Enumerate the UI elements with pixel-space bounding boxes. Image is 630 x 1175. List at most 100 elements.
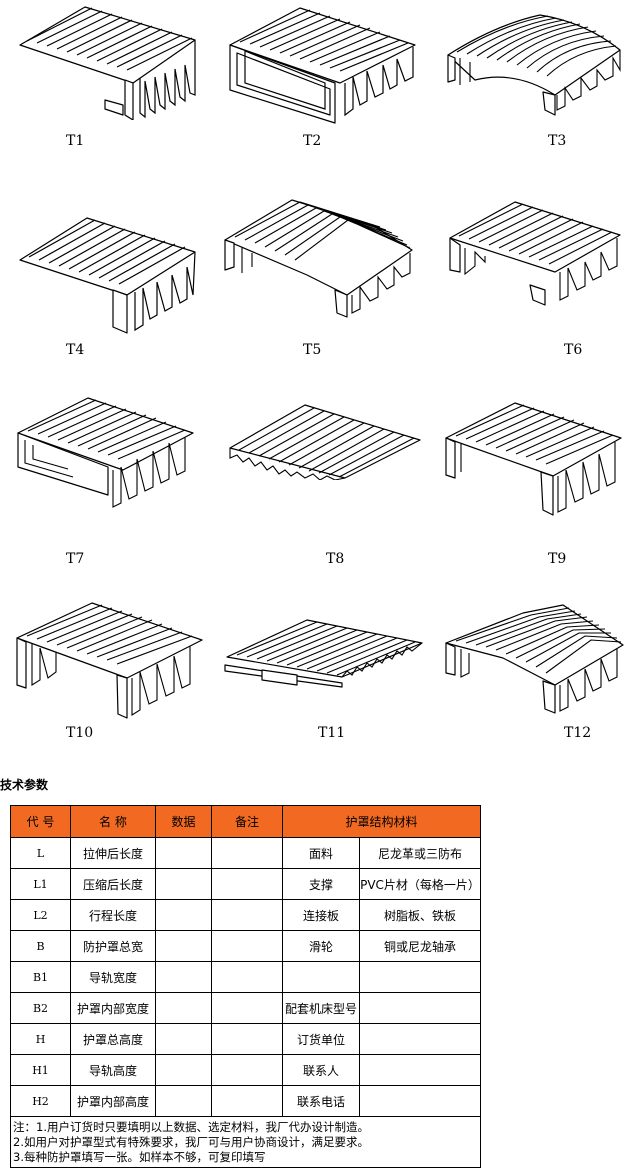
figure-label-t2: T2 — [303, 133, 322, 149]
figure-label-t11: T11 — [318, 725, 346, 741]
row-material-label: 支撑 — [282, 868, 360, 900]
figure-label-t6: T6 — [564, 342, 583, 358]
figure-t12 — [443, 603, 626, 715]
note-line-1: 注：1.用户订货时只要填明以上数据、选定材料，我厂代办设计制造。 — [13, 1120, 369, 1134]
figure-label-t12: T12 — [564, 725, 592, 741]
row-data[interactable] — [155, 899, 212, 931]
row-code: L1 — [10, 868, 71, 900]
row-name: 护罩内部高度 — [70, 1085, 156, 1117]
spec-table: 代 号 名 称 数据 备注 护罩结构材料 L 拉伸后长度 面料 尼龙革或三防布 … — [9, 805, 482, 1168]
row-material-label: 配套机床型号 — [282, 992, 360, 1024]
bellows-cover-t2-drawing — [229, 7, 416, 124]
row-note[interactable] — [211, 930, 283, 962]
row-code: H2 — [10, 1085, 71, 1117]
figure-label-t1: T1 — [66, 133, 85, 149]
table-header-row: 代 号 名 称 数据 备注 护罩结构材料 — [10, 805, 482, 838]
row-code: L — [10, 837, 71, 869]
row-data[interactable] — [155, 961, 212, 993]
row-material-value: 树脂板、铁板 — [358, 899, 482, 931]
row-data[interactable] — [155, 1085, 212, 1117]
row-material-value[interactable] — [358, 1054, 482, 1086]
figure-t5 — [222, 195, 420, 320]
row-data[interactable] — [155, 992, 212, 1024]
header-name: 名 称 — [70, 805, 156, 838]
row-material-value[interactable] — [358, 992, 482, 1024]
row-material-value: 尼龙革或三防布 — [358, 837, 482, 869]
row-material-value[interactable] — [358, 1085, 482, 1117]
table-row: L2 行程长度 连接板 树脂板、铁板 — [10, 899, 482, 931]
bellows-cover-t6-drawing — [449, 201, 621, 306]
bellows-cover-t12-drawing — [445, 604, 624, 714]
figure-t8 — [225, 400, 425, 480]
row-code: H1 — [10, 1054, 71, 1086]
figure-label-t3: T3 — [548, 133, 567, 149]
row-note[interactable] — [211, 1023, 283, 1055]
table-row: H2 护罩内部高度 联系电话 — [10, 1085, 482, 1117]
row-material-label: 连接板 — [282, 899, 360, 931]
figure-t3 — [445, 10, 625, 120]
row-code: L2 — [10, 899, 71, 931]
note-line-2: 2.如用户对护罩型式有特殊要求，我厂可与用户协商设计，满足要求。 — [13, 1135, 369, 1149]
figure-t1 — [15, 5, 200, 120]
figure-t10 — [12, 600, 207, 720]
row-note[interactable] — [211, 992, 283, 1024]
bellows-cover-t9-drawing — [445, 402, 622, 516]
figure-t2 — [225, 5, 420, 125]
row-material-value: PVC片材（每格一片） — [358, 868, 482, 900]
figure-t11 — [222, 615, 427, 695]
row-data[interactable] — [155, 868, 212, 900]
row-material-value: 铜或尼龙轴承 — [358, 930, 482, 962]
row-name: 导轨宽度 — [70, 961, 156, 993]
notes-cell: 注：1.用户订货时只要填明以上数据、选定材料，我厂代办设计制造。 2.如用户对护… — [9, 1116, 482, 1168]
row-note[interactable] — [211, 837, 283, 869]
row-name: 拉伸后长度 — [70, 837, 156, 869]
row-material-label: 联系人 — [282, 1054, 360, 1086]
row-note[interactable] — [211, 1085, 283, 1117]
row-data[interactable] — [155, 1023, 212, 1055]
row-note[interactable] — [211, 961, 283, 993]
row-data[interactable] — [155, 837, 212, 869]
figure-label-t9: T9 — [548, 551, 567, 567]
row-code: H — [10, 1023, 71, 1055]
row-material-label: 订货单位 — [282, 1023, 360, 1055]
bellows-cover-t10-drawing — [16, 602, 203, 719]
row-code: B2 — [10, 992, 71, 1024]
row-name: 导轨高度 — [70, 1054, 156, 1086]
figure-t7 — [13, 395, 198, 510]
row-name: 防护罩总宽 — [70, 930, 156, 962]
table-row: B2 护罩内部宽度 配套机床型号 — [10, 992, 482, 1024]
bellows-cover-t8-drawing — [229, 404, 421, 480]
header-note: 备注 — [211, 805, 283, 838]
row-data[interactable] — [155, 930, 212, 962]
figure-t4 — [15, 215, 200, 335]
table-row: L1 压缩后长度 支撑 PVC片材（每格一片） — [10, 868, 482, 900]
table-row: L 拉伸后长度 面料 尼龙革或三防布 — [10, 837, 482, 869]
table-row: H1 导轨高度 联系人 — [10, 1054, 482, 1086]
figure-t9 — [443, 400, 626, 518]
bellows-cover-t11-drawing — [224, 619, 423, 688]
row-note[interactable] — [211, 868, 283, 900]
row-note[interactable] — [211, 899, 283, 931]
table-row: B 防护罩总宽 滑轮 铜或尼龙轴承 — [10, 930, 482, 962]
figure-label-t7: T7 — [66, 551, 85, 567]
row-material-label: 面料 — [282, 837, 360, 869]
note-line-3: 3.每种防护罩填写一张。如样本不够，可复印填写 — [13, 1150, 266, 1164]
bellows-cover-t1-drawing — [19, 6, 196, 120]
bellows-cover-t7-drawing — [17, 397, 194, 508]
row-material-label — [282, 961, 360, 993]
row-code: B — [10, 930, 71, 962]
row-material-label: 联系电话 — [282, 1085, 360, 1117]
row-material-value[interactable] — [358, 961, 482, 993]
row-name: 压缩后长度 — [70, 868, 156, 900]
bellows-cover-t3-drawing — [447, 14, 621, 116]
row-material-value[interactable] — [358, 1023, 482, 1055]
row-data[interactable] — [155, 1054, 212, 1086]
row-note[interactable] — [211, 1054, 283, 1086]
figure-label-t10: T10 — [66, 725, 94, 741]
table-row: H 护罩总高度 订货单位 — [10, 1023, 482, 1055]
figure-label-t4: T4 — [66, 342, 85, 358]
notes-row: 注：1.用户订货时只要填明以上数据、选定材料，我厂代办设计制造。 2.如用户对护… — [9, 1116, 482, 1168]
figure-label-t8: T8 — [326, 551, 345, 567]
figure-label-t5: T5 — [303, 342, 322, 358]
bellows-cover-t5-drawing — [224, 199, 413, 318]
